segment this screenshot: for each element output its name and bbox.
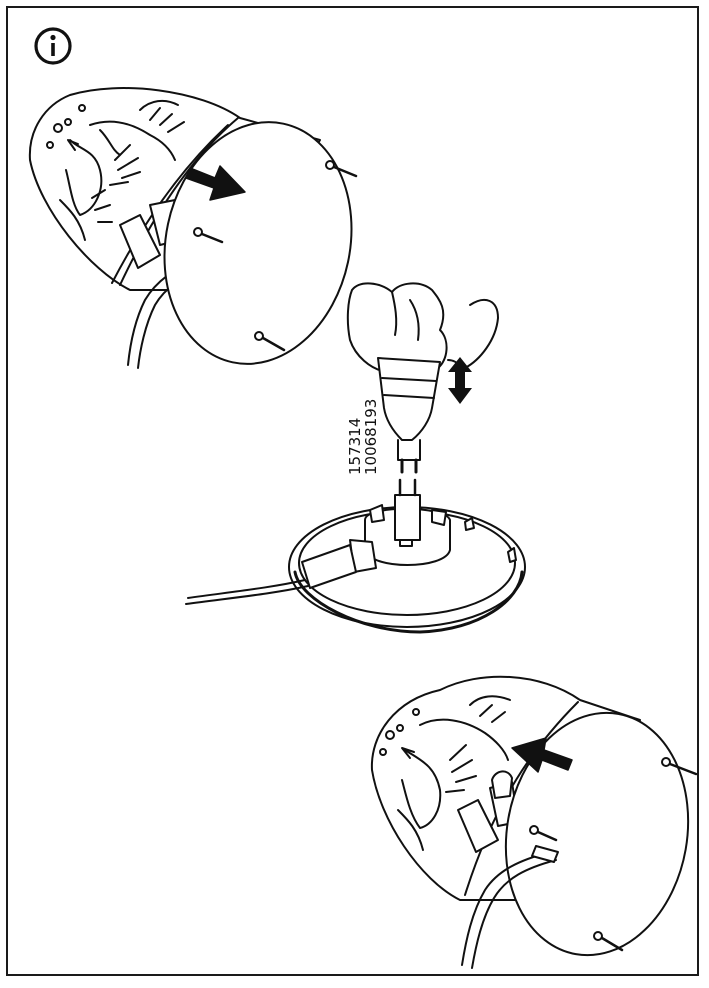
push-in-arrow [511,737,573,773]
screw [325,160,358,178]
screw [254,331,286,352]
page-frame [6,6,699,976]
up-down-arrow [448,357,472,404]
article-number-2: 10068193 [362,399,380,475]
article-numbers: 157314 10068193 [346,399,380,475]
lampshade-top [28,87,358,369]
info-icon [34,27,72,65]
bulb-step [185,282,526,634]
article-number-1: 157314 [346,418,364,475]
screw [593,931,624,952]
lampshade-bottom [370,675,698,969]
pull-out-arrow [185,165,246,201]
screw [193,227,224,244]
screw [529,825,558,842]
screw [661,757,698,776]
